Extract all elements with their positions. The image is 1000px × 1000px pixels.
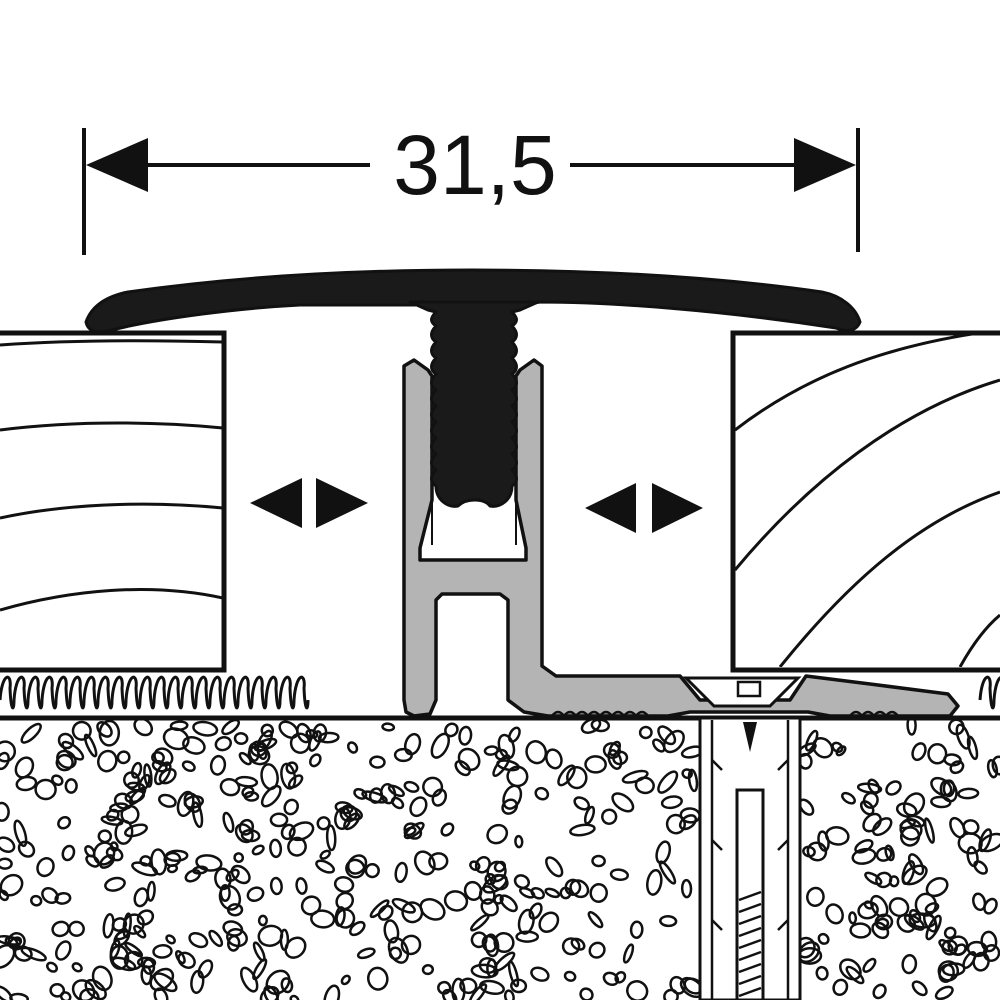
- screw: [735, 722, 765, 1000]
- cover-profile: [84, 268, 862, 508]
- concrete-subfloor: [0, 715, 1000, 1000]
- underlay-right: [978, 675, 1000, 710]
- dimension-line: [82, 128, 860, 255]
- left-floor-board: [0, 330, 227, 673]
- underlay-left: [0, 675, 310, 710]
- dimension-label: 31,5: [393, 118, 557, 212]
- double-arrow-icon-left: [250, 478, 368, 528]
- right-floor-board: [730, 330, 1000, 673]
- base-profile: [402, 358, 960, 719]
- dimension-arrowhead-left: [86, 138, 148, 192]
- double-arrow-icon-right: [585, 483, 703, 533]
- dimension-arrowhead-right: [794, 138, 856, 192]
